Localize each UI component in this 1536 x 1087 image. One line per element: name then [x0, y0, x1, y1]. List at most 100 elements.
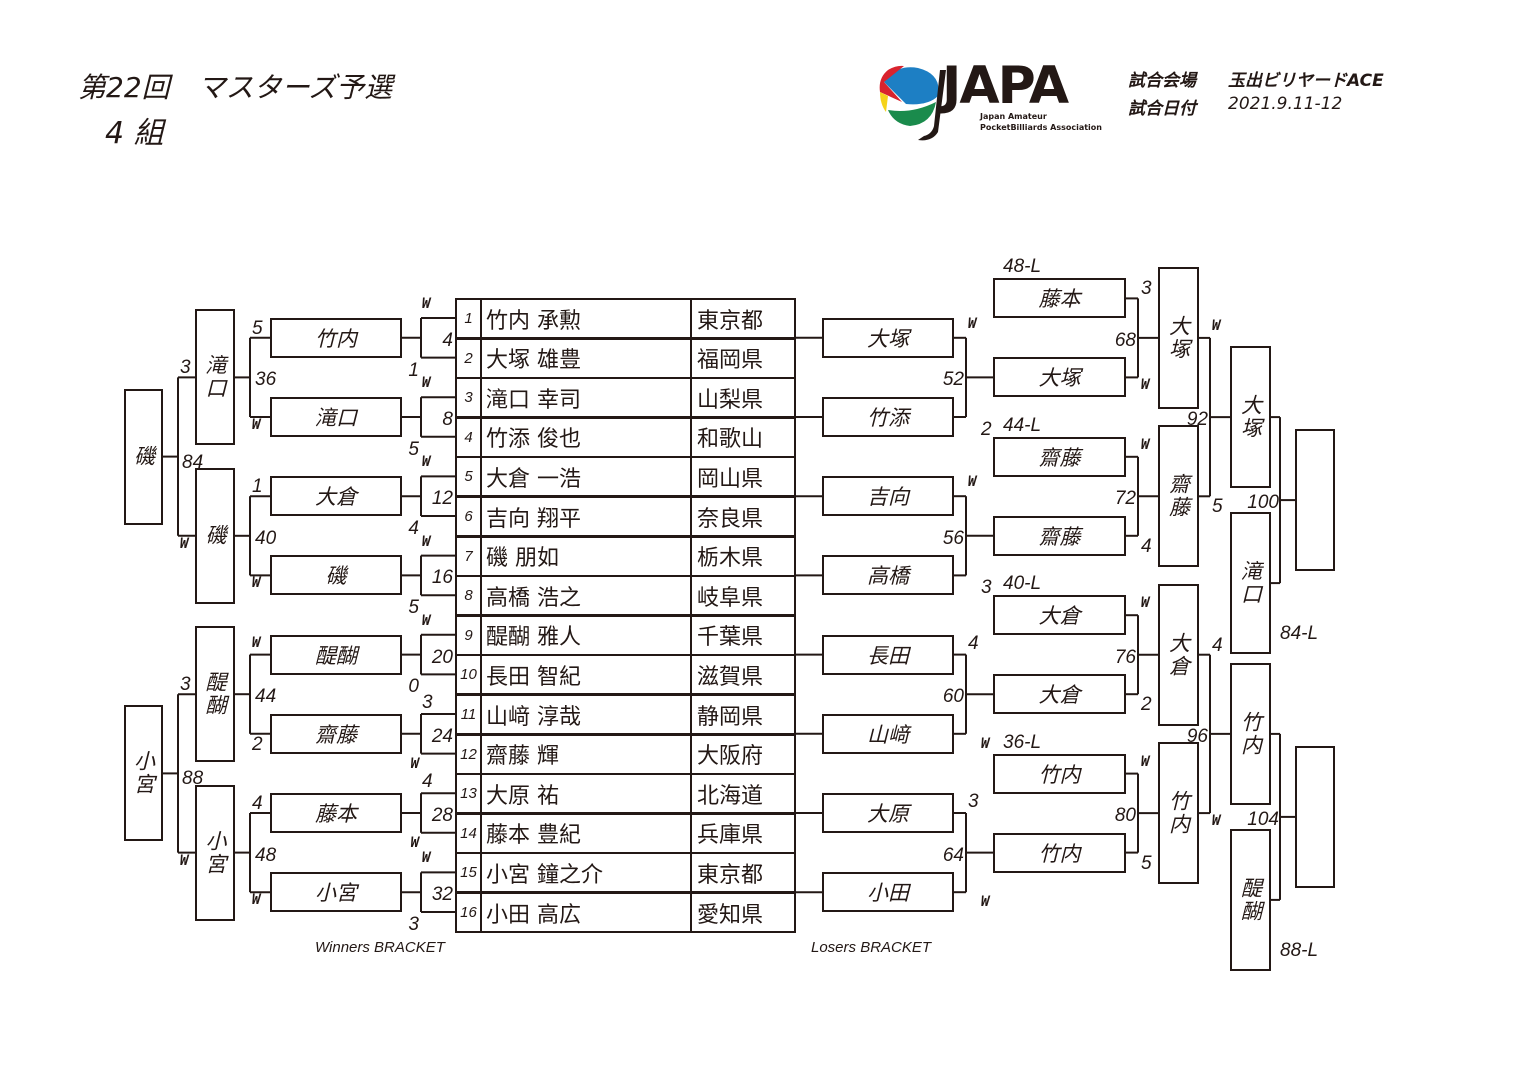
- player-prefecture: 東京都: [690, 298, 796, 339]
- match-number: 84: [182, 451, 204, 473]
- score-bottom: 5: [1212, 496, 1223, 518]
- result-box: [1295, 429, 1335, 572]
- score-bottom: W: [252, 575, 261, 592]
- winner-box: 藤本: [270, 793, 402, 833]
- winner-box: 磯: [270, 555, 402, 596]
- score-bottom: W: [252, 892, 261, 909]
- winner-box: 齋藤: [270, 713, 402, 754]
- player-number: 10: [455, 654, 482, 696]
- match-number: 64: [942, 844, 964, 866]
- score-top: W: [422, 296, 431, 312]
- score-top: 4: [968, 632, 979, 654]
- player-prefecture: 東京都: [690, 852, 796, 894]
- match-number: 76: [1114, 646, 1136, 668]
- match-number: 28: [431, 805, 453, 826]
- player-name: 竹添 俊也: [480, 416, 692, 458]
- match-number: 52: [942, 369, 964, 391]
- winners-bracket-label: Winners BRACKET: [315, 939, 445, 956]
- winner-box: 齋藤: [993, 515, 1126, 556]
- score-bottom: 2: [252, 733, 263, 755]
- score-top: W: [252, 634, 261, 651]
- score-bottom: 5: [408, 597, 419, 619]
- loser-box: 大原: [822, 793, 954, 833]
- player-name: 滝口: [1238, 560, 1263, 607]
- player-name: 小田 高広: [480, 892, 692, 933]
- player-name: 小宮: [131, 750, 156, 797]
- match-number: 72: [1114, 488, 1136, 510]
- player-name: 大塚: [1166, 314, 1191, 361]
- player-prefecture: 栃木県: [690, 535, 796, 577]
- score-top: W: [422, 533, 431, 550]
- logo-subtitle-2: PocketBilliards Association: [980, 123, 1102, 132]
- match-number: 56: [942, 527, 964, 549]
- player-number: 11: [455, 694, 482, 735]
- player-prefecture: 北海道: [690, 773, 796, 815]
- player-name: 醍醐 雅人: [480, 614, 692, 656]
- drop-in-label: 84-L: [1280, 623, 1319, 645]
- match-number: 60: [942, 686, 964, 708]
- date-value: 2021.9.11-12: [1228, 94, 1343, 114]
- venue-value: 玉出ビリヤードACE: [1228, 71, 1384, 91]
- score-bottom: W: [410, 834, 419, 851]
- score-top: 3: [1141, 278, 1152, 300]
- date-label: 試合日付: [1128, 99, 1196, 119]
- score-bottom: 1: [408, 359, 419, 381]
- drop-in-label: 40-L: [1003, 573, 1042, 595]
- drop-in-label: 88-L: [1280, 939, 1319, 961]
- score-top: W: [968, 474, 977, 491]
- score-top: W: [422, 375, 431, 392]
- match-number: 4: [442, 329, 453, 351]
- score-bottom: 3: [408, 914, 419, 935]
- loser-box: 竹添: [822, 397, 954, 437]
- score-bottom: W: [981, 735, 990, 752]
- winner-box: 小宮: [195, 784, 235, 921]
- player-number: 14: [455, 812, 482, 854]
- player-prefecture: 愛知県: [690, 892, 796, 933]
- score-bottom: 3: [981, 577, 992, 599]
- logo-text: JAPA: [942, 56, 1069, 116]
- winner-box: 竹内: [1158, 742, 1199, 885]
- match-number: 8: [442, 409, 453, 430]
- player-prefecture: 岡山県: [690, 456, 796, 498]
- player-number: 16: [455, 892, 482, 933]
- match-number: 36: [255, 369, 277, 391]
- drop-in-label: 48-L: [1003, 256, 1042, 278]
- score-top: 3: [180, 357, 191, 379]
- player-number: 5: [455, 456, 482, 498]
- winner-box: 大倉: [993, 674, 1126, 715]
- match-number: 44: [255, 686, 277, 708]
- result-box: [1295, 745, 1335, 888]
- player-prefecture: 和歌山: [690, 416, 796, 458]
- player-name: 大倉 一浩: [480, 456, 692, 498]
- winner-box: 竹内: [270, 317, 402, 358]
- winner-box: 小宮: [124, 705, 163, 842]
- score-top: W: [422, 454, 431, 471]
- player-number: 4: [455, 416, 482, 458]
- score-top: W: [1141, 436, 1150, 453]
- player-prefecture: 岐阜県: [690, 575, 796, 617]
- player-name: 吉向 翔平: [480, 496, 692, 537]
- player-name: 齋藤 輝: [480, 733, 692, 775]
- winner-box: 滝口: [195, 309, 235, 446]
- player-name: 磯: [131, 445, 156, 469]
- player-number: 13: [455, 773, 482, 815]
- player-prefecture: 福岡県: [690, 337, 796, 379]
- player-number: 3: [455, 377, 482, 419]
- player-prefecture: 大阪府: [690, 733, 796, 775]
- score-top: W: [1141, 595, 1150, 612]
- player-prefecture: 奈良県: [690, 496, 796, 537]
- group-label: 4 組: [105, 116, 164, 151]
- winner-box: 滝口: [270, 397, 402, 437]
- score-top: 4: [252, 793, 263, 814]
- player-name: 磯: [203, 524, 227, 548]
- match-number: 48: [255, 844, 277, 866]
- winner-box: 大塚: [993, 357, 1126, 398]
- match-number: 68: [1114, 329, 1136, 351]
- match-number: 32: [431, 884, 453, 906]
- match-number: 20: [431, 646, 453, 668]
- drop-in-box: 滝口: [1230, 512, 1271, 655]
- losers-bracket-label: Losers BRACKET: [811, 939, 932, 956]
- drop-in-box: 竹内: [993, 753, 1126, 794]
- match-number: 24: [431, 725, 453, 747]
- winner-box: 大塚: [1230, 346, 1271, 489]
